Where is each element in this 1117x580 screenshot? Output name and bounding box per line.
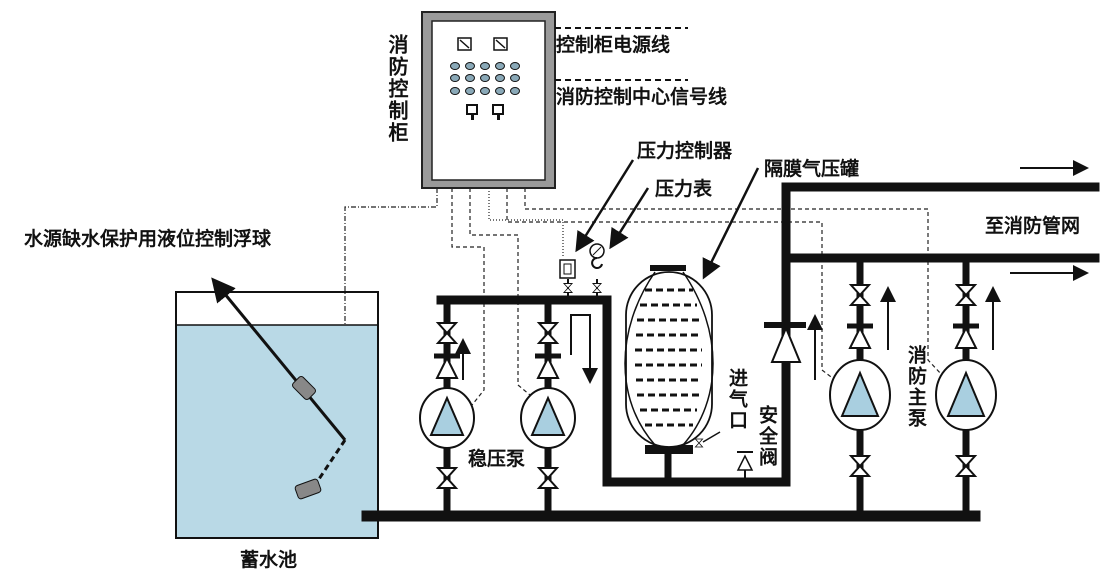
label-stabilizer-pump: 稳压泵 [468, 448, 526, 470]
label-pressure-controller: 压力控制器 [637, 140, 733, 162]
diaphragm-tank [624, 265, 714, 482]
valves [434, 283, 979, 489]
label-to-network: 至消防管网 [985, 215, 1081, 237]
safety-valve-icon [736, 451, 754, 482]
indicator-lights [450, 62, 520, 95]
main-pump-2 [935, 359, 997, 431]
float-ball-icon [292, 376, 316, 400]
label-power-line: 控制柜电源线 [556, 34, 671, 56]
label-safety-valve: 安全阀 [756, 405, 778, 468]
pressure-gauge-icon [589, 243, 605, 269]
float-ball-icon [294, 478, 322, 500]
control-wiring [344, 188, 943, 440]
label-air-inlet: 进气口 [726, 368, 748, 431]
button-icon [466, 104, 478, 120]
label-pressure-gauge: 压力表 [655, 178, 713, 200]
label-signal-line: 消防控制中心信号线 [556, 86, 728, 108]
label-float-ball: 水源缺水保护用液位控制浮球 [24, 228, 272, 250]
switch-icon [457, 37, 472, 51]
main-pump-1 [829, 359, 891, 431]
label-diaphragm-tank: 隔膜气压罐 [764, 158, 860, 180]
label-reservoir: 蓄水池 [240, 549, 298, 571]
stabilizer-pump-1 [419, 387, 475, 449]
label-cabinet: 消防控制柜 [385, 34, 409, 144]
stabilizer-pump-2 [520, 387, 576, 449]
flow-arrows [455, 159, 1089, 443]
button-icon [492, 104, 504, 120]
switch-icon [493, 37, 508, 51]
control-cabinet [421, 11, 556, 189]
check-valve-icon [764, 322, 806, 363]
label-main-pump: 消防主泵 [905, 345, 927, 429]
pressure-controller-icon [559, 259, 576, 279]
reservoir [175, 277, 379, 539]
float-pointer-arrow [211, 277, 347, 441]
